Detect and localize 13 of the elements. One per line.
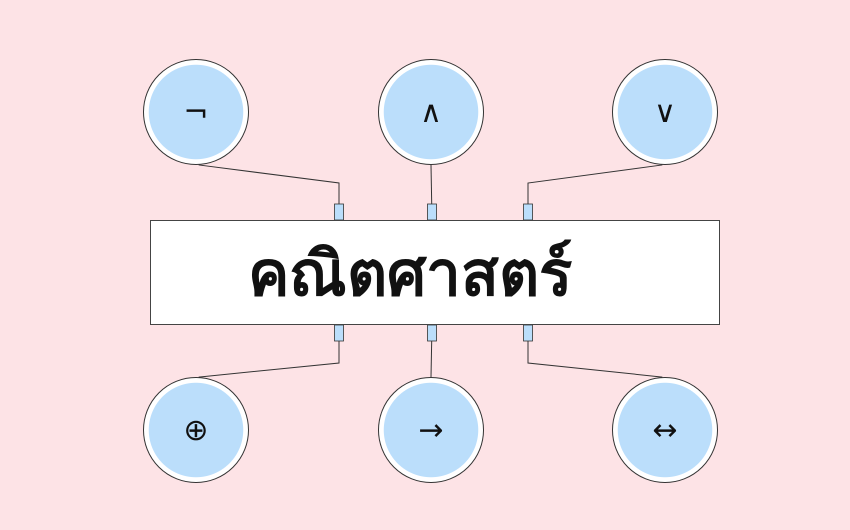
symbol-circle: ∧ — [378, 59, 484, 165]
symbol-circle: → — [378, 377, 484, 483]
connector-line — [198, 324, 344, 378]
connector-line — [198, 164, 344, 220]
symbol-circle: ¬ — [143, 59, 249, 165]
title-box: คณิตศาสตร์ — [150, 220, 720, 325]
symbol-circle: ∨ — [612, 59, 718, 165]
symbol-circle: ⊕ — [143, 377, 249, 483]
connector-line — [523, 324, 663, 378]
connector-line — [427, 164, 437, 220]
connector-line — [427, 324, 437, 378]
symbol-circle: ↔ — [612, 377, 718, 483]
connector-line — [523, 164, 663, 220]
